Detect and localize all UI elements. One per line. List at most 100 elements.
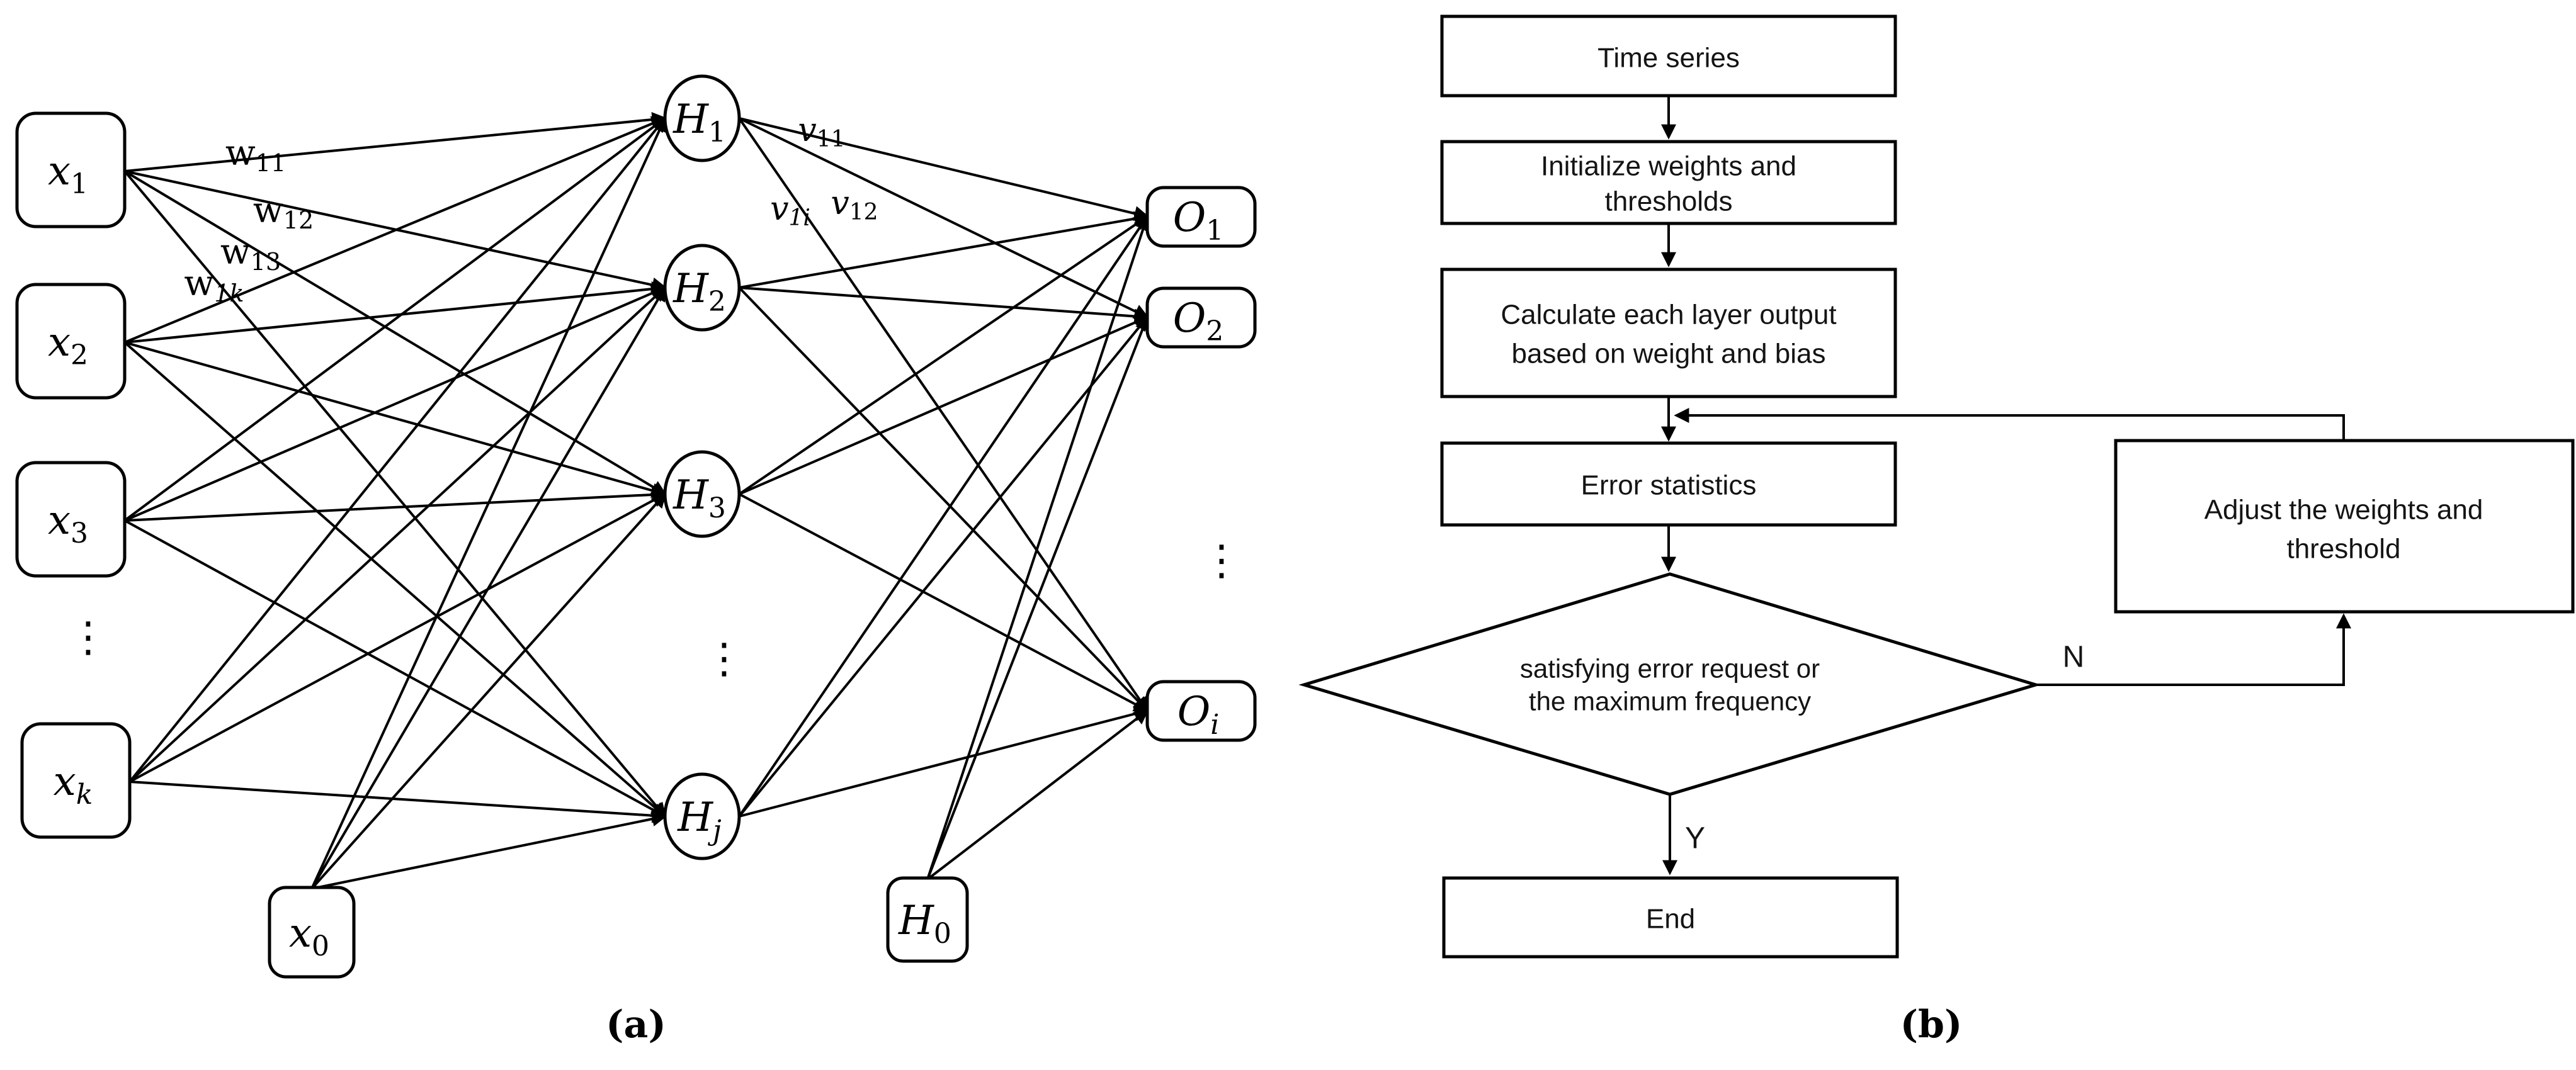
weight-label-w13: w13 (220, 232, 281, 276)
hidden-node-hj-label: Hj (677, 794, 721, 847)
hidden-bias-node-h0-box (886, 876, 969, 963)
panel-a-network-diagram: x1 x2 x3 ⋮ xk x0 H1 H2 H3 (15, 74, 1257, 1047)
edge-line (124, 116, 667, 344)
edge-line (926, 709, 1149, 881)
edge-line (739, 315, 1150, 495)
edge-line (123, 170, 667, 818)
flow-step-end-box (1442, 876, 1899, 959)
flow-step-adjust: Adjust the weights and threshold (2114, 439, 2575, 614)
flow-decision-label-line1: satisfying error request or (1520, 654, 1820, 684)
flow-step-error-statistics-label: Error statistics (1581, 470, 1757, 501)
edge-line (124, 341, 667, 498)
input-bias-node-x0-box (268, 886, 356, 979)
branch-label-no: N (2063, 641, 2085, 674)
hidden-node-h3: H3 (663, 450, 741, 538)
hidden-node-h1-label: H1 (672, 96, 726, 149)
edge-line (739, 211, 1150, 289)
edge-line (738, 117, 1149, 712)
flow-step-calculate-box (1440, 268, 1897, 398)
hidden-node-h1: H1 (663, 74, 741, 162)
output-node-oi-label: Oi (1177, 689, 1220, 741)
flow-step-initialize-box (1440, 140, 1897, 225)
edge-line (129, 493, 667, 783)
edge-line (124, 286, 667, 522)
flow-step-time-series-box (1440, 14, 1897, 98)
flow-step-initialize-label-line2: thresholds (1604, 186, 1732, 217)
edge-line (926, 214, 1150, 880)
flow-step-adjust-label-line1: Adjust the weights and (2204, 495, 2483, 526)
flow-step-calculate: Calculate each layer output based on wei… (1440, 268, 1897, 398)
output-node-o2-box (1145, 286, 1257, 349)
weight-label-v11: v11 (798, 111, 845, 152)
input-node-x2-label: x2 (48, 319, 88, 371)
edge-line (123, 341, 667, 818)
flow-step-initialize: Initialize weights and thresholds (1440, 140, 1897, 225)
hidden-node-h2: H2 (663, 244, 741, 332)
arrow-adjust-feedback-to-junction (1674, 408, 2345, 441)
flow-step-calculate-label-line1: Calculate each layer output (1501, 300, 1836, 330)
edge-line (738, 286, 1149, 712)
edge-line (310, 285, 666, 890)
hidden-node-h3-label: H3 (672, 472, 726, 524)
flow-step-end-label: End (1646, 904, 1695, 935)
flow-step-adjust-label-line2: threshold (2286, 534, 2400, 565)
panel-b-caption: (b) (1900, 1003, 1963, 1047)
hidden-node-hj: Hj (663, 772, 741, 860)
input-bias-node-x0-label: x0 (289, 910, 329, 962)
arrow-decision-no-to-adjust (2036, 613, 2351, 686)
weight-label-v1i: v1i (770, 190, 810, 231)
flow-decision-diamond-shape (1298, 572, 2041, 796)
edge-line (129, 780, 667, 823)
input-node-xk: xk (20, 722, 132, 839)
edge-line (128, 286, 667, 783)
hidden-node-hj-circle (663, 772, 741, 860)
hidden-node-h2-label: H2 (672, 266, 726, 318)
input-node-x2-box (15, 283, 127, 400)
input-node-x3-box (15, 461, 127, 578)
panel-b-flowchart: Time series Initialize weights and thres… (1298, 14, 2575, 1047)
hidden-layer-ellipsis: ⋮ (703, 634, 745, 683)
output-node-o2: O2 (1145, 286, 1257, 349)
input-bias-node-x0: x0 (268, 886, 356, 979)
flow-step-error-statistics-box (1440, 441, 1897, 527)
edge-line (739, 117, 1150, 221)
hidden-node-h3-circle (663, 450, 741, 538)
edge-line (738, 215, 1149, 495)
input-node-x3-label: x3 (48, 497, 88, 549)
flow-step-time-series-label: Time series (1597, 43, 1740, 74)
edge-line (124, 112, 667, 172)
output-node-oi: Oi (1145, 680, 1257, 742)
flow-step-initialize-label-line1: Initialize weights and (1541, 151, 1796, 182)
hidden-node-h1-circle (663, 74, 741, 162)
edge-line (123, 116, 667, 522)
input-node-x1: x1 (15, 111, 127, 228)
edge-line (310, 492, 667, 890)
edge-line (124, 487, 667, 522)
weight-label-w1k: w1k (184, 263, 244, 308)
input-node-xk-label: xk (54, 758, 93, 811)
flow-step-end: End (1442, 876, 1899, 959)
output-node-oi-box (1145, 680, 1257, 742)
edges-input-to-hidden (123, 112, 667, 890)
output-node-o1: O1 (1145, 186, 1257, 248)
edge-line (739, 117, 1150, 318)
flow-decision-label-line2: the maximum frequency (1529, 687, 1811, 716)
weight-label-w11: w11 (225, 133, 286, 177)
edge-line (739, 286, 1150, 324)
edge-line (926, 315, 1150, 880)
weight-label-w12: w12 (253, 190, 314, 235)
input-node-x1-box (15, 111, 127, 228)
input-node-x1-label: x1 (48, 148, 88, 200)
weight-label-v12: v12 (831, 184, 878, 225)
hidden-bias-node-h0: H0 (886, 876, 969, 963)
output-node-o1-label: O1 (1173, 194, 1223, 247)
flow-step-time-series: Time series (1440, 14, 1897, 98)
hidden-node-h2-circle (663, 244, 741, 332)
edge-line (739, 706, 1150, 818)
edge-line (311, 811, 667, 890)
edge-line (124, 519, 667, 818)
edge-line (738, 315, 1149, 818)
edge-line (128, 116, 667, 783)
output-layer-ellipsis: ⋮ (1201, 536, 1242, 585)
output-node-o2-label: O2 (1173, 295, 1223, 347)
